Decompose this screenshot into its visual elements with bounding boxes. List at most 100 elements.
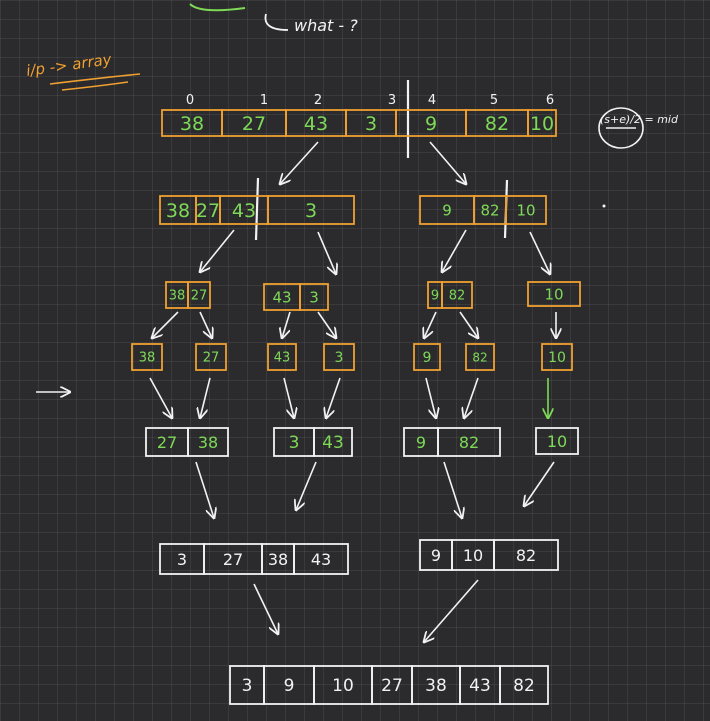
array-cell (267, 343, 297, 371)
array-cell-value: 43 (322, 433, 344, 453)
arrow (326, 377, 341, 418)
array-cell-value: 10 (463, 546, 483, 565)
array-cell-value: 9 (425, 113, 437, 135)
split-3-box: 82 (465, 343, 495, 371)
split-3-box: 3 (323, 343, 355, 371)
array-cell (187, 427, 229, 457)
split-3-box: 9 (413, 343, 441, 371)
array-cell-value: 82 (449, 289, 466, 304)
arrow (317, 231, 336, 274)
merge-2-box: 3 27 38 43 (159, 543, 349, 575)
top-note: what - ? (294, 16, 358, 35)
index-label: 6 (546, 93, 554, 108)
array-cell-value: 82 (459, 433, 479, 452)
arrow (199, 311, 212, 338)
split-3-box: 38 (131, 343, 163, 371)
array-cell (413, 343, 441, 371)
arrow (424, 311, 437, 338)
arrow (200, 229, 235, 272)
index-label: 1 (260, 93, 268, 108)
array-cell-value: 43 (232, 200, 256, 222)
arrow (200, 377, 211, 418)
split-3-box: 10 (541, 343, 573, 371)
array-cell (323, 343, 355, 371)
array-cell-value: 27 (203, 351, 220, 366)
arrow (442, 229, 467, 272)
index-label: 0 (186, 93, 194, 108)
array-cell-value: 3 (177, 550, 187, 569)
array-cell (535, 427, 579, 455)
array-cell-value: 9 (431, 546, 441, 565)
array-cell-value: 9 (423, 350, 432, 366)
arrow (459, 311, 478, 338)
merge-2-box: 9 10 82 (419, 539, 559, 571)
split-2-box: 43 3 (263, 283, 329, 311)
array-cell-value: 82 (472, 350, 487, 364)
split-2-box: 38 27 (165, 281, 211, 309)
array-cell-value: 27 (191, 289, 208, 304)
merge-1-box: 10 (535, 427, 579, 455)
array-cell (493, 539, 559, 571)
array-cell (131, 343, 163, 371)
array-cell-value: 38 (169, 289, 186, 304)
array-cell-value: 3 (305, 200, 317, 222)
array-cell (527, 281, 581, 307)
array-cell-value: 38 (268, 550, 288, 569)
index-label: 3 (388, 93, 396, 108)
array-cell-value: 43 (469, 676, 491, 696)
array-cell-value: 27 (223, 550, 243, 569)
array-cell-value: 82 (513, 676, 535, 696)
arrow (429, 141, 466, 184)
arrow (529, 231, 550, 274)
array-cell (527, 109, 557, 137)
array-cell-value: 9 (416, 433, 426, 452)
array-cell-value: 38 (425, 676, 447, 696)
array-cell-value: 10 (544, 285, 563, 303)
array-cell-value: 10 (548, 350, 566, 366)
array-cell-value: 10 (530, 113, 554, 135)
array-cell (195, 343, 227, 371)
arrow (195, 461, 214, 518)
arrow (317, 311, 336, 338)
array-cell-value: 38 (139, 351, 156, 366)
arrow (149, 377, 172, 418)
arrow (443, 461, 462, 518)
arrow (280, 141, 319, 184)
split-divider-left (254, 177, 260, 241)
array-cell-value: 82 (516, 546, 536, 565)
array-cell-value: 3 (309, 288, 319, 306)
array-cell-value: 43 (311, 550, 331, 569)
merge-1-box: 9 82 (403, 427, 501, 457)
what-pointer (264, 13, 289, 31)
array-cell-value: 43 (304, 113, 328, 135)
array-cell-value: 10 (332, 676, 354, 696)
array-cell (541, 343, 573, 371)
arrow (425, 377, 436, 418)
array-cell (299, 283, 329, 311)
array-cell-value: 3 (365, 113, 377, 135)
array-cell-value: 43 (272, 288, 291, 306)
input-label-underline (49, 73, 141, 91)
split-2-box: 10 (527, 281, 581, 307)
array-cell-value: 10 (547, 432, 567, 451)
array-cell (187, 281, 211, 309)
arrow (296, 461, 317, 510)
arrow (152, 311, 179, 338)
arrow (464, 377, 479, 418)
arrow (424, 579, 479, 642)
array-cell-value: 10 (516, 201, 535, 219)
split-3-box: 43 (267, 343, 297, 371)
array-cell-value: 27 (381, 676, 403, 696)
array-cell-value: 3 (242, 676, 253, 696)
array-cell-value: 9 (431, 289, 439, 304)
array-cell-value: 3 (335, 350, 344, 366)
array-cell-value: 43 (274, 351, 291, 366)
array-cell-value: 27 (242, 113, 266, 135)
array-cell (505, 195, 547, 225)
array-cell-value: 82 (480, 201, 499, 219)
array-cell-value: 38 (198, 433, 218, 452)
